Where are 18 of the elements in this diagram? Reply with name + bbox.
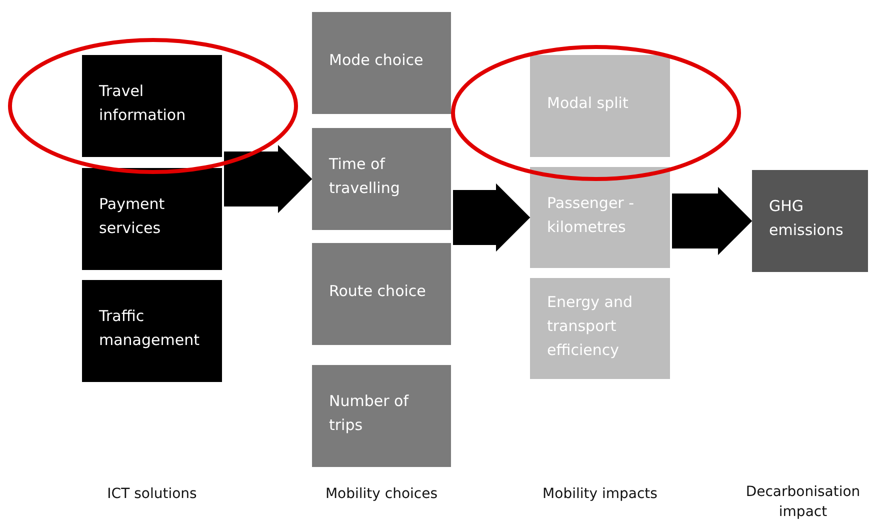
process-box: Passenger - kilometres [530,167,670,268]
process-box: Number of trips [312,365,451,467]
process-box: Travel information [82,55,222,157]
column-label: Decarbonisation impact [744,483,862,522]
block-arrow [453,183,530,252]
process-box: Traffic management [82,280,222,382]
process-box: Energy and transport efficiency [530,278,670,379]
column-label: Mobility choices [324,485,439,504]
process-box: Modal split [530,55,670,157]
column-label: Mobility impacts [542,485,658,504]
block-arrow [672,186,752,256]
process-box: GHG emissions [752,170,868,272]
process-box: Payment services [82,168,222,270]
block-arrow [224,144,312,214]
process-box: Time of travelling [312,128,451,230]
process-box: Mode choice [312,12,451,114]
process-box: Route choice [312,243,451,345]
column-label: ICT solutions [106,485,198,504]
